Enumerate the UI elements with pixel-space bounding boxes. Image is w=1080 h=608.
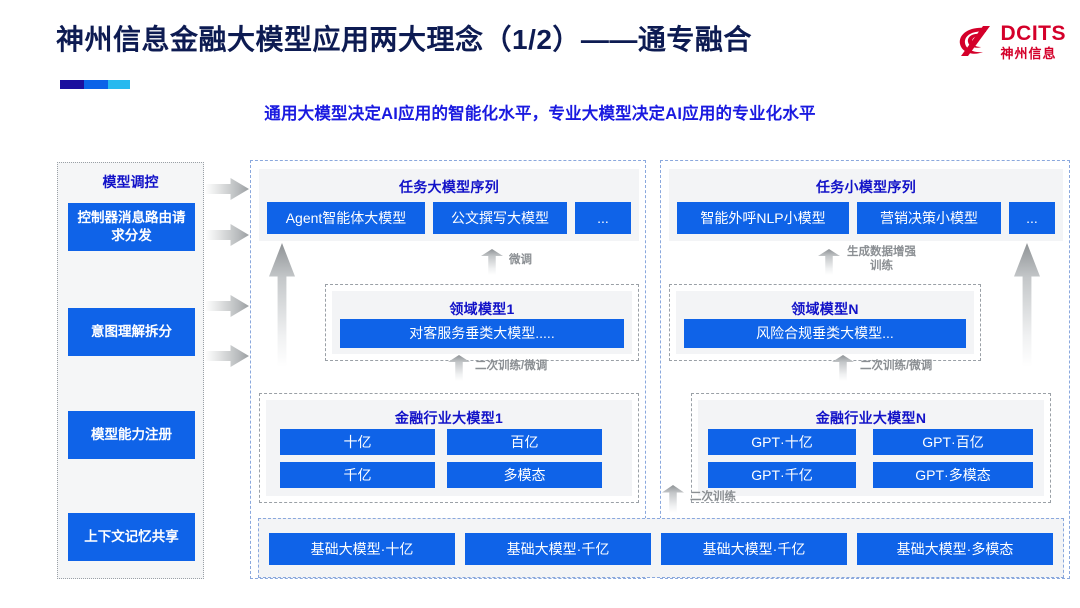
base-model-container: 基础大模型·十亿 基础大模型·千亿 基础大模型·千亿 基础大模型·多模态 xyxy=(258,518,1064,578)
industry-chip-n-2[interactable]: GPT·百亿 xyxy=(873,429,1033,455)
base-chip-4[interactable]: 基础大模型·多模态 xyxy=(857,533,1053,565)
domain-model-n-title: 领域模型N xyxy=(791,301,859,317)
flow-arrow-right-1 xyxy=(205,178,249,200)
control-item-context[interactable]: 上下文记忆共享 xyxy=(68,513,195,561)
industry-model-n-container: 金融行业大模型N GPT·十亿 GPT·百亿 GPT·千亿 GPT·多模态 xyxy=(691,393,1051,503)
base-chip-1[interactable]: 基础大模型·十亿 xyxy=(269,533,455,565)
task-large-model-title: 任务大模型序列 xyxy=(398,179,500,195)
accent-segment-3 xyxy=(108,80,130,89)
industry-model-1-panel: 金融行业大模型1 十亿 百亿 千亿 多模态 xyxy=(266,400,632,496)
flow-label-finetune: 微调 xyxy=(509,254,532,266)
task-chip-agent[interactable]: Agent智能体大模型 xyxy=(267,202,425,234)
task-small-model-title: 任务小模型序列 xyxy=(815,179,917,195)
industry-model-n-panel: 金融行业大模型N GPT·十亿 GPT·百亿 GPT·千亿 GPT·多模态 xyxy=(698,400,1044,496)
domain-model-1-panel: 领域模型1 对客服务垂类大模型..... xyxy=(332,291,632,354)
control-panel-title: 模型调控 xyxy=(102,174,159,190)
task-chip-nlp-outbound[interactable]: 智能外呼NLP小模型 xyxy=(677,202,849,234)
domain-model-n-container: 领域模型N 风险合规垂类大模型... xyxy=(669,284,981,361)
control-item-router[interactable]: 控制器消息路由请求分发 xyxy=(68,203,195,251)
flow-label-retrain-base: 二次训练 xyxy=(690,491,736,503)
flow-arrow-right-4 xyxy=(205,345,249,367)
task-chip-marketing[interactable]: 营销决策小模型 xyxy=(857,202,1001,234)
domain-model-1-container: 领域模型1 对客服务垂类大模型..... xyxy=(325,284,639,361)
page-title: 神州信息金融大模型应用两大理念（1/2）——通专融合 xyxy=(56,24,752,55)
company-logo: DCITS 神州信息 xyxy=(956,22,1067,60)
task-chip-document[interactable]: 公文撰写大模型 xyxy=(433,202,567,234)
flow-label-retrain-right: 二次训练/微调 xyxy=(860,360,933,372)
control-item-registry[interactable]: 模型能力注册 xyxy=(68,411,195,459)
control-item-intent[interactable]: 意图理解拆分 xyxy=(68,308,195,356)
flow-label-data-aug: 生成数据增强 训练 xyxy=(847,246,916,274)
task-small-model-panel: 任务小模型序列 智能外呼NLP小模型 营销决策小模型 ... xyxy=(669,169,1063,241)
task-chip-more-right[interactable]: ... xyxy=(1009,202,1055,234)
industry-chip-n-4[interactable]: GPT·多模态 xyxy=(873,462,1033,488)
industry-model-1-container: 金融行业大模型1 十亿 百亿 千亿 多模态 xyxy=(259,393,639,503)
logo-text-en: DCITS xyxy=(1000,21,1066,45)
general-model-container: 任务大模型序列 Agent智能体大模型 公文撰写大模型 ... 领域模型1 对客… xyxy=(250,160,646,579)
domain-model-n-chip[interactable]: 风险合规垂类大模型... xyxy=(684,319,966,348)
accent-bar xyxy=(60,80,130,89)
professional-model-container: 任务小模型序列 智能外呼NLP小模型 营销决策小模型 ... 领域模型N 风险合… xyxy=(660,160,1070,579)
logo-text: DCITS 神州信息 xyxy=(1001,23,1067,60)
flow-arrow-right-2 xyxy=(205,224,249,246)
base-chip-3[interactable]: 基础大模型·千亿 xyxy=(661,533,847,565)
domain-model-1-chip[interactable]: 对客服务垂类大模型..... xyxy=(340,319,624,348)
industry-chip-n-3[interactable]: GPT·千亿 xyxy=(708,462,856,488)
industry-chip-3[interactable]: 千亿 xyxy=(280,462,435,488)
page-subtitle: 通用大模型决定AI应用的智能化水平，专业大模型决定AI应用的专业化水平 xyxy=(264,105,816,123)
logo-swirl-icon xyxy=(956,22,994,60)
flow-arrow-right-3 xyxy=(205,295,249,317)
industry-chip-2[interactable]: 百亿 xyxy=(447,429,602,455)
flow-label-data-aug-line2: 训练 xyxy=(870,259,893,272)
control-panel: 模型调控 控制器消息路由请求分发 意图理解拆分 模型能力注册 上下文记忆共享 xyxy=(57,162,204,579)
industry-chip-n-1[interactable]: GPT·十亿 xyxy=(708,429,856,455)
industry-model-n-title: 金融行业大模型N xyxy=(815,410,927,426)
logo-text-cn: 神州信息 xyxy=(1000,45,1057,61)
base-chip-2[interactable]: 基础大模型·千亿 xyxy=(465,533,651,565)
task-large-model-panel: 任务大模型序列 Agent智能体大模型 公文撰写大模型 ... xyxy=(259,169,639,241)
domain-model-n-panel: 领域模型N 风险合规垂类大模型... xyxy=(676,291,974,354)
accent-segment-1 xyxy=(60,80,84,89)
task-chip-more[interactable]: ... xyxy=(575,202,631,234)
accent-segment-2 xyxy=(84,80,108,89)
industry-chip-4[interactable]: 多模态 xyxy=(447,462,602,488)
flow-label-data-aug-line1: 生成数据增强 xyxy=(847,246,916,258)
domain-model-1-title: 领域模型1 xyxy=(449,301,515,317)
flow-label-retrain-left: 二次训练/微调 xyxy=(475,360,548,372)
industry-model-1-title: 金融行业大模型1 xyxy=(394,410,504,426)
industry-chip-1[interactable]: 十亿 xyxy=(280,429,435,455)
